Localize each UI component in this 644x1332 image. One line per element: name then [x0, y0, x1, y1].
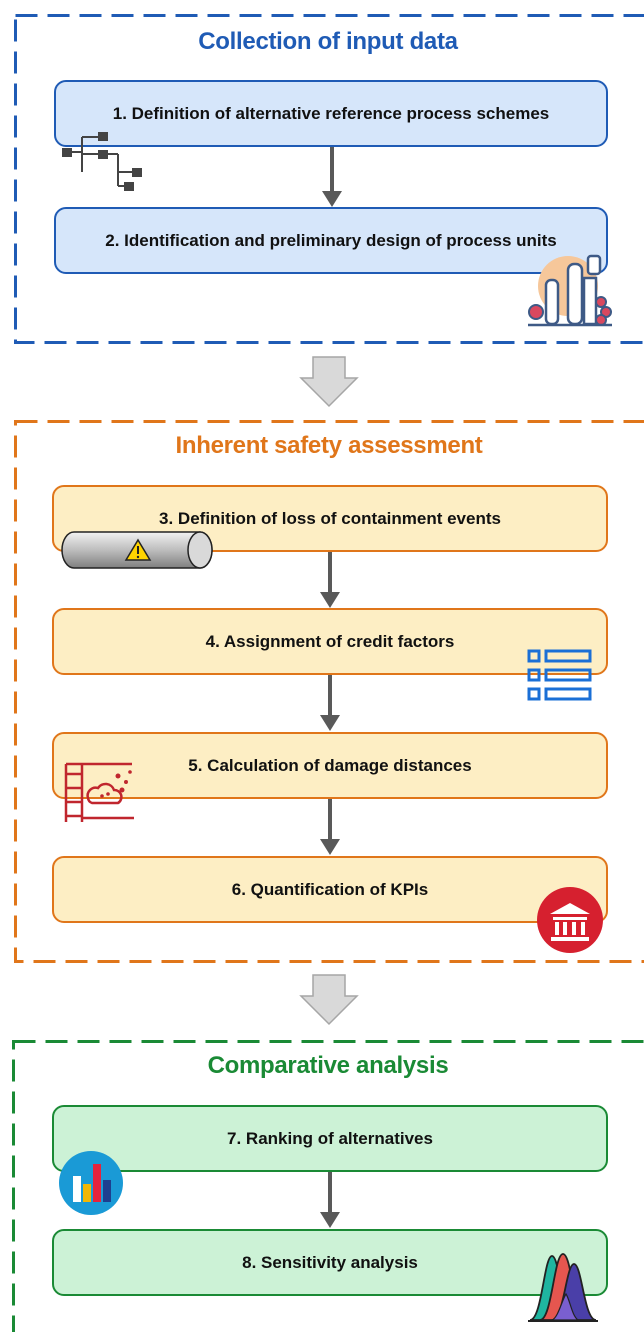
flow-arrow-1-2: [320, 147, 344, 209]
flow-arrow-5-6: [318, 799, 342, 857]
flow-arrow-7-8: [318, 1172, 342, 1230]
pipe-warning-icon: [61, 530, 214, 570]
step-5-box[interactable]: 5. Calculation of damage distances: [52, 732, 608, 799]
flow-arrow-3-4: [318, 552, 342, 610]
step-label: 6. Quantification of KPIs: [231, 879, 429, 899]
institution-icon: [536, 886, 604, 954]
step-7-box[interactable]: 7. Ranking of alternatives: [52, 1105, 608, 1172]
step-1-box[interactable]: 1. Definition of alternative reference p…: [54, 80, 608, 147]
step-label: 5. Calculation of damage distances: [188, 755, 472, 775]
section-input-data: Collection of input data: [14, 14, 644, 344]
step-label: 2. Identification and preliminary design…: [105, 230, 557, 250]
chemical-cloud-icon: [62, 760, 136, 824]
step-6-box[interactable]: 6. Quantification of KPIs: [52, 856, 608, 923]
refinery-plant-icon: [528, 250, 612, 328]
section-title: Comparative analysis: [207, 1052, 449, 1079]
section-border: [14, 420, 644, 963]
step-label: 3. Definition of loss of containment eve…: [159, 508, 501, 528]
step-2-box[interactable]: 2. Identification and preliminary design…: [54, 207, 608, 274]
step-label: 4. Assignment of credit factors: [205, 631, 455, 651]
section-title: Collection of input data: [198, 28, 458, 55]
section-transition-arrow: [299, 356, 359, 408]
section-title: Inherent safety assessment: [175, 432, 483, 459]
section-border: [12, 1040, 644, 1332]
section-safety-assessment: Inherent safety assessment: [14, 420, 644, 963]
bar-chart-icon: [58, 1150, 124, 1216]
step-8-box[interactable]: 8. Sensitivity analysis: [52, 1229, 608, 1296]
distribution-curves-icon: [528, 1250, 598, 1324]
checklist-icon: [526, 648, 594, 704]
flow-arrow-4-5: [318, 675, 342, 733]
tree-hierarchy-icon: [62, 130, 144, 194]
section-comparative-analysis: Comparative analysis: [12, 1040, 644, 1332]
section-transition-arrow: [299, 974, 359, 1026]
step-label: 7. Ranking of alternatives: [227, 1128, 433, 1148]
step-4-box[interactable]: 4. Assignment of credit factors: [52, 608, 608, 675]
step-label: 1. Definition of alternative reference p…: [112, 103, 550, 123]
step-label: 8. Sensitivity analysis: [242, 1252, 418, 1272]
